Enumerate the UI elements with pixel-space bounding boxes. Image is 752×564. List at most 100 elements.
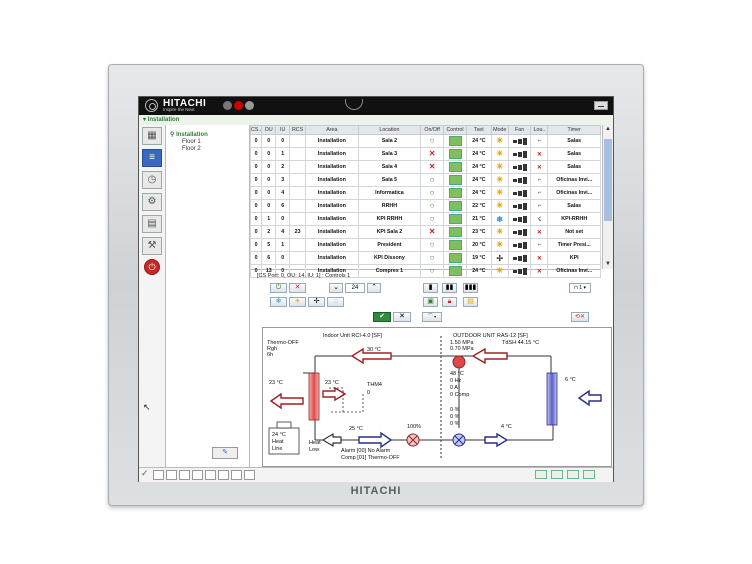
edit-pin-button[interactable]: ✎ [212,447,238,459]
col-header[interactable]: IU [275,125,291,135]
unlock-icon[interactable]: ▤ [463,297,478,307]
table-cell: 23 °C [465,225,492,239]
control-remote-icon [448,227,462,237]
control-remote-icon [448,188,462,198]
table-cell: Installation [305,238,359,252]
indoor-status-2: Rgh [267,346,277,352]
mode-cool-icon[interactable]: ❄ [270,297,287,307]
louvre-icon: ⌐ [537,203,542,209]
mode-dry-icon[interactable]: ◌ [327,297,344,307]
col-header[interactable]: Location [357,125,422,135]
control-remote-icon [448,240,462,250]
tree-item-floor-2[interactable]: Floor 2 [182,146,201,152]
scroll-down-icon[interactable]: ▼ [605,261,611,267]
table-cell: 0 [261,173,277,187]
mail-icon[interactable] [535,470,547,479]
task-slot[interactable] [153,470,164,480]
apply-button[interactable]: ✔ [373,312,391,322]
col-header[interactable]: Timer [547,125,601,135]
scroll-up-icon[interactable]: ▲ [605,126,611,132]
col-header[interactable]: OU [261,125,277,135]
grid-view-icon[interactable]: ▦ [142,127,162,145]
tree-item-floor-1[interactable]: Floor 1 [182,139,201,145]
table-cell: 5 [261,238,277,252]
table-cell: KPI [547,251,601,265]
clipboard-icon[interactable]: ▤ [142,215,162,233]
fan-low-icon[interactable]: ▮ [423,283,438,293]
refrigerant-diagram: Indoor Unit RCI-4.0 [SF] Thermo-OFF Rgh … [262,327,612,467]
louvre-icon: ✕ [536,164,542,171]
check-icon[interactable]: ✓ [141,468,149,478]
monitor-icon[interactable] [567,470,579,479]
list-view-icon[interactable]: ≡ [142,149,162,167]
temp-up-button[interactable]: ⌃ [367,283,381,293]
settings-tool-icon[interactable]: ⚒ [142,237,162,255]
task-slot[interactable] [205,470,216,480]
task-slot[interactable] [192,470,203,480]
page-select[interactable]: ⊓ 1 ▾ [569,283,591,293]
thm4-label: THM4 [367,382,382,388]
table-cell: Sala 2 [357,134,422,148]
col-header[interactable]: Control [443,125,467,135]
louvre-icon: ☇ [537,216,542,223]
task-slot[interactable] [244,470,255,480]
clock-icon[interactable]: ◷ [142,171,162,189]
table-scrollbar[interactable]: ▲ ▼ [602,125,613,269]
scrollbar-thumb[interactable] [604,139,612,221]
table-cell: 0 [249,238,263,252]
col-header[interactable]: Mode [490,125,509,135]
network-icon[interactable] [551,470,563,479]
fan-med-icon[interactable]: ▮▮ [442,283,457,293]
louvre-select[interactable]: ⏜ ▾ [422,312,442,322]
table-cell: 24 °C [465,147,492,161]
lock-icon[interactable]: 🔒︎ [442,297,457,307]
task-slot[interactable] [179,470,190,480]
col-header[interactable]: CS.. [249,125,263,135]
gear-icon[interactable]: ⚙ [142,193,162,211]
task-slot[interactable] [218,470,229,480]
tree-root-installation[interactable]: ⚲ Installation [170,132,208,138]
app-logo: HITACHI [163,98,207,109]
setpoint-field[interactable]: 24 [345,283,365,293]
power-on-button[interactable]: ⏻ [270,283,287,293]
control-cell [443,199,467,213]
outdoor-pressure-2: 0.70 MPa [450,346,474,352]
remote-lock-icon[interactable]: ▣ [423,297,438,307]
col-header[interactable]: On/Off [420,125,445,135]
temp-down-button[interactable]: ⌄ [329,283,343,293]
temp-liquid: 25 °C [349,426,363,432]
fan-high-icon[interactable]: ▮▮▮ [463,283,478,293]
device-icon[interactable] [583,470,595,479]
bottom-taskbar: ✓ [139,467,613,482]
mode-heat-icon[interactable]: ☀ [289,297,306,307]
col-header[interactable]: Area [305,125,359,135]
task-slot[interactable] [166,470,177,480]
louvre-icon: ✕ [536,268,542,275]
col-header[interactable]: Tset [465,125,492,135]
col-header[interactable]: Lou.. [530,125,549,135]
cancel-button[interactable]: ✕ [393,312,411,322]
col-header[interactable]: RCS [289,125,307,135]
reset-alarm-button[interactable]: ⟲✕ [571,312,589,322]
alarm-line-2: Comp [01] Thermo-OFF [341,455,400,461]
power-off-button[interactable]: ✕ [289,283,306,293]
task-slot[interactable] [231,470,242,480]
mode-fan-icon[interactable]: ✢ [308,297,325,307]
touch-screen: HITACHI Inspire the Next ▾ Installation … [138,96,614,482]
table-cell [289,160,307,174]
minimize-button[interactable] [594,101,608,110]
col-header[interactable]: Fan [507,125,532,135]
power-on-status-icon: ○ [429,214,435,223]
power-icon[interactable]: ⏻ [144,259,160,275]
